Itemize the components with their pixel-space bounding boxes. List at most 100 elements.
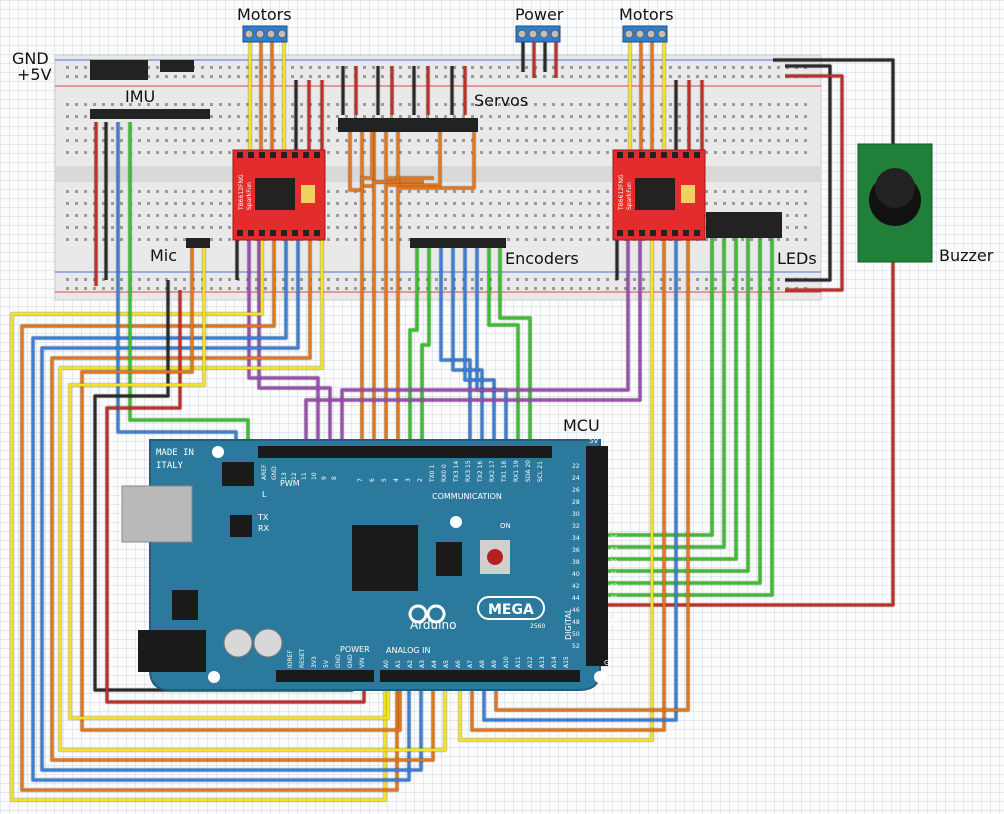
led-wire [600, 225, 738, 561]
control-wire [58, 232, 447, 752]
driver-pin [314, 230, 320, 236]
tx-text: TX [257, 513, 269, 522]
digital-pin-label: 43 [610, 583, 618, 590]
buzzer-gnd-wire [773, 58, 895, 145]
arduino-logo [408, 604, 446, 624]
digital-pin-label: 32 [572, 523, 580, 530]
pwm-pin-label: 13 [281, 472, 288, 480]
driver-pin [683, 152, 689, 158]
analog-pin-label: A0 [383, 660, 390, 668]
comm-pin-label: RX0 0 [441, 464, 448, 482]
rail-header [160, 60, 194, 72]
encoder-wire [439, 243, 472, 455]
comm-pin-label: TX2 16 [477, 461, 484, 483]
servo-signal-wire [384, 128, 434, 180]
led-wire [600, 225, 726, 549]
driver-pin [694, 152, 700, 158]
power-label: Power [515, 5, 564, 24]
driver-pin [628, 152, 634, 158]
driver-pin [672, 230, 678, 236]
screw [528, 29, 538, 39]
digital-pin-label: 30 [572, 511, 580, 518]
driver-pin [248, 152, 254, 158]
digital-pin-label: 52 [572, 643, 580, 650]
digital-pin-label: 47 [610, 607, 618, 614]
digital-pin-label: 39 [610, 559, 618, 566]
driver-pin [303, 230, 309, 236]
driver-pin [292, 152, 298, 158]
control-wire [494, 232, 690, 712]
control-wire [458, 232, 654, 742]
servos-label: Servos [474, 91, 529, 110]
digital-pin-label: 49 [610, 619, 618, 626]
motors-right-label: Motors [619, 5, 674, 24]
on-text: ON [500, 522, 511, 530]
screw-terminal [622, 25, 668, 43]
pwm-wire [304, 232, 642, 455]
digital-pin-label: 46 [572, 607, 580, 614]
digital-pin-label: 26 [572, 487, 580, 494]
reset-cap [487, 549, 503, 565]
driver-pin [292, 230, 298, 236]
driver-pin [694, 230, 700, 236]
pwm-pin-label: 12 [291, 472, 298, 480]
driver-component [301, 185, 315, 203]
digital-pin-label: 25 [610, 475, 618, 482]
control-wire [20, 232, 399, 792]
rev-text: 2560 [530, 623, 545, 630]
digital-pin-label: 36 [572, 547, 580, 554]
motors-left-label: Motors [237, 5, 292, 24]
usb-connector [121, 485, 193, 543]
led-wire [600, 225, 774, 597]
rail-link-wire [785, 74, 844, 292]
power-pin-label: GND [347, 654, 354, 668]
icsp-header-2 [222, 462, 254, 486]
mcu-chip [352, 525, 418, 591]
driver-component [681, 185, 695, 203]
digital-pin-label: 24 [572, 475, 580, 482]
analog-pin-label: A11 [515, 656, 522, 668]
pwm-wire [257, 232, 332, 455]
driver-pin [672, 152, 678, 158]
screw [266, 29, 276, 39]
power-pin-label: 3V3 [311, 656, 318, 668]
driver-maker-text: SparkFun [246, 182, 253, 210]
pwm-pin-label: 11 [301, 472, 308, 480]
mic-label: Mic [150, 246, 178, 265]
digital-pin-label: 53 [610, 643, 618, 650]
analog-pin-label: A9 [491, 660, 498, 668]
imu-wire [128, 122, 250, 455]
capacitor [223, 628, 253, 658]
analog-pin-label: A6 [455, 660, 462, 668]
digital-pin-label: 37 [610, 547, 618, 554]
comm-header [356, 446, 552, 458]
imu-header [90, 109, 210, 119]
screw-terminal [515, 25, 561, 43]
mount-hole [594, 671, 606, 683]
wires [9, 40, 896, 803]
driver-pin [661, 230, 667, 236]
analog-header [380, 670, 580, 682]
comm-pin-label: 5 [381, 478, 388, 482]
screw [244, 29, 254, 39]
mega-badge [477, 596, 545, 620]
power-header [276, 670, 374, 682]
driver-chip [255, 178, 295, 210]
comm-pin-label: 4 [393, 478, 400, 482]
driver-brand-text: TB6612FNG [238, 174, 245, 211]
analog-pin-label: A5 [443, 660, 450, 668]
digital-pin-label: 51 [610, 631, 618, 638]
analog-pin-label: A3 [419, 660, 426, 668]
driver-chip [635, 178, 675, 210]
encoders-label: Encoders [505, 249, 579, 268]
driver-pin [314, 152, 320, 158]
driver-pin [661, 152, 667, 158]
mic-wire [68, 243, 390, 720]
comm-pin-label: RX3 15 [465, 460, 472, 482]
digital-pin-label: 48 [572, 619, 580, 626]
driver-pin [617, 230, 623, 236]
pwm-pin-label: 9 [321, 476, 328, 480]
driver-maker-text: SparkFun [626, 182, 633, 210]
led-wire [600, 225, 714, 537]
